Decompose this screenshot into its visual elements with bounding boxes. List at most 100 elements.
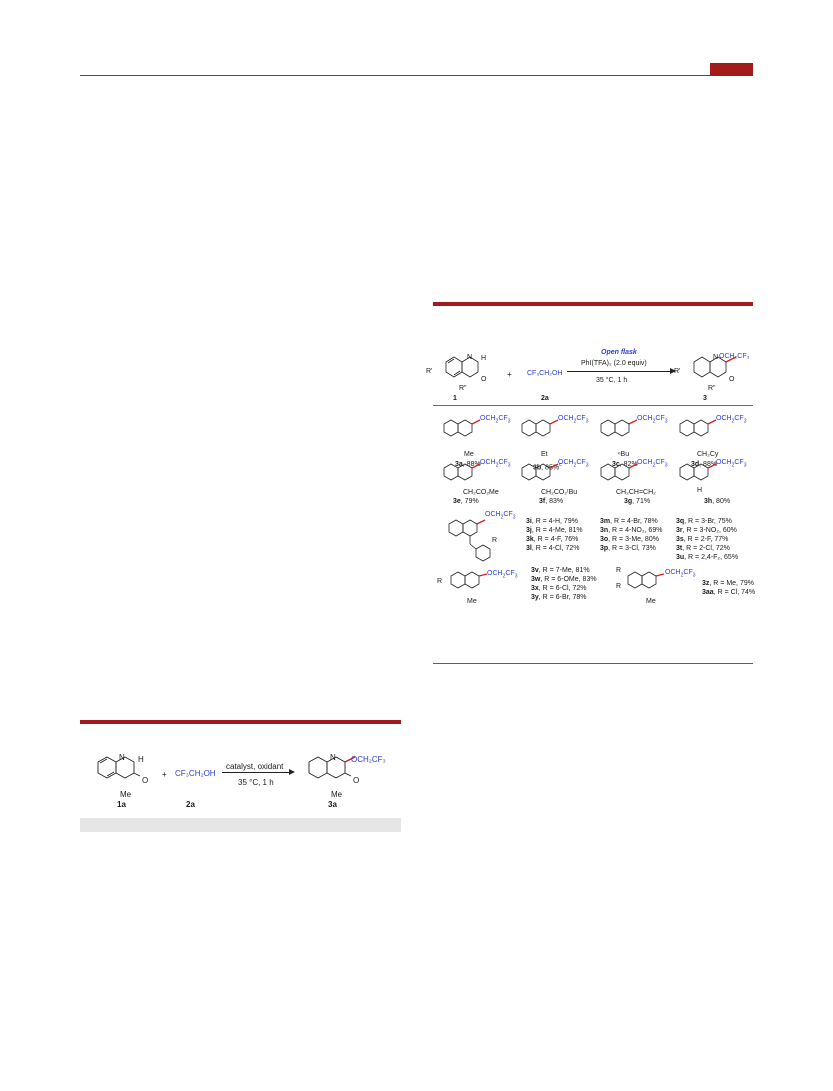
ring-series-b-list: 3z, R = Me, 79% 3aa, R = Cl, 74%: [702, 579, 755, 597]
reactant-1-atom-n: N: [467, 354, 473, 361]
product-3-atom-o: O: [729, 376, 735, 383]
reactant-1-structure: [445, 356, 479, 378]
label-1: 1: [453, 395, 457, 402]
ring-series-a-n-sub: Me: [467, 598, 477, 605]
entry-3j: 3j, R = 4-Me, 81%: [526, 527, 583, 534]
compound-3c-structure: [600, 419, 638, 437]
entry-3m: 3m, R = 4-Br, 78%: [600, 518, 658, 525]
entry-3i: 3i, R = 4-H, 79%: [526, 518, 578, 525]
table-header-band: [80, 818, 401, 832]
label-1a: 1a: [117, 800, 126, 809]
scheme-top-bottom-rule: [433, 663, 753, 664]
reactant-1a-atom-o: O: [142, 776, 149, 785]
entry-3t: 3t, R = 2-Cl, 72%: [676, 545, 730, 552]
compound-3e-structure: [443, 463, 481, 481]
entry-3v: 3v, R = 7-Me, 81%: [531, 567, 590, 574]
entry-3n: 3n, R = 4-NO₂, 69%: [600, 527, 663, 534]
label-3a: 3a: [328, 800, 337, 809]
entry-3l: 3l, R = 4-Cl, 72%: [526, 545, 580, 552]
ring-series-a-list: 3v, R = 7-Me, 81% 3w, R = 6-OMe, 83% 3x,…: [531, 566, 597, 602]
ring-series-a-structure: [450, 571, 488, 589]
product-3a-atom-o: O: [353, 776, 360, 785]
entry-3y: 3y, R = 6-Br, 78%: [531, 594, 587, 601]
product-3a-structure: [308, 756, 356, 779]
entry-3w: 3w, R = 6-OMe, 83%: [531, 576, 597, 583]
compound-3h-structure: [679, 463, 717, 481]
scheme-top-rule: [433, 302, 753, 306]
ring-series-b-sub-top: R: [616, 567, 622, 574]
reactant-1a-atom-h: H: [138, 755, 144, 764]
product-3-structure: [693, 356, 737, 378]
reactant-1-ring-sub: R': [426, 368, 433, 375]
label-3: 3: [703, 395, 707, 402]
reactant-1-n-sub: R": [459, 385, 467, 392]
reactant-1a-atom-n: N: [119, 753, 125, 762]
reaction-arrow: [567, 371, 675, 372]
product-3-atom-n: N: [713, 354, 719, 361]
reactant-1-atom-o: O: [481, 376, 487, 383]
product-3-group: OCH₂CF₃: [719, 353, 750, 360]
label-2a-bottom: 2a: [186, 800, 195, 809]
ring-series-a-sub: R: [437, 578, 443, 585]
compound-3b-structure: [521, 419, 559, 437]
reactant-1a-n-sub: Me: [120, 790, 132, 799]
compound-3a-label: 3a, 88%: [455, 461, 481, 468]
entry-3s: 3s, R = 2-F, 77%: [676, 536, 729, 543]
compound-3h-n-sub: H: [697, 487, 703, 494]
product-3a-n-sub: Me: [331, 790, 343, 799]
condition-temp-time-bottom: 35 °C, 1 h: [238, 778, 274, 787]
product-3-n-sub: R": [708, 385, 716, 392]
compound-3d-n-sub: CH₂Cy: [697, 451, 719, 458]
header-rule: [80, 75, 753, 76]
entry-3u: 3u, R = 2,4-F₂, 65%: [676, 554, 739, 561]
entry-3r: 3r, R = 3-NO₂, 60%: [676, 527, 737, 534]
reagent-cf3ch2oh-bottom: CF₃CH₂OH: [175, 769, 216, 778]
compound-3g-label: 3g, 71%: [624, 498, 651, 505]
benzyl-list-col-1: 3i, R = 4-H, 79% 3j, R = 4-Me, 81% 3k, R…: [526, 517, 583, 553]
product-3a-group: OCH₂CF₃: [351, 755, 386, 764]
benzyl-structure: [448, 519, 491, 562]
compound-3c-label: 3c, 82%: [612, 461, 638, 468]
condition-catalyst-oxidant: catalyst, oxidant: [226, 762, 284, 771]
compound-3b-n-sub: Et: [541, 451, 548, 458]
product-3a-atom-n: N: [330, 753, 336, 762]
entry-3p: 3p, R = 3-Cl, 73%: [600, 545, 656, 552]
compound-3h-label: 3h, 80%: [704, 498, 731, 505]
entry-3z: 3z, R = Me, 79%: [702, 580, 754, 587]
reaction-arrow-bottom: [222, 772, 293, 773]
compound-3g-n-sub: CH₂CH=CH₂: [616, 489, 656, 496]
entry-3q: 3q, R = 3-Br, 75%: [676, 518, 732, 525]
entry-3aa: 3aa, R = Cl, 74%: [702, 589, 756, 596]
compound-3a-structure: [443, 419, 481, 437]
scheme-bottom-rule: [80, 720, 401, 724]
compound-3g-structure: [600, 463, 638, 481]
ring-series-b-n-sub: Me: [646, 598, 656, 605]
compound-3d-structure: [679, 419, 717, 437]
arrow-head-bottom: [289, 769, 295, 775]
arrow-head: [670, 368, 676, 374]
reactant-1-atom-h: H: [481, 355, 487, 362]
ring-series-b-sub-bottom: R: [616, 583, 622, 590]
plus-sign: +: [507, 370, 512, 379]
compound-3c-n-sub: ⁿBu: [618, 451, 630, 458]
compound-3f-label: 3f, 83%: [539, 498, 564, 505]
benzyl-ring-sub: R: [492, 537, 498, 544]
reactant-1a-structure: [97, 756, 141, 779]
reagent-cf3ch2oh: CF₃CH₂OH: [527, 370, 563, 377]
benzyl-list-col-3: 3q, R = 3-Br, 75% 3r, R = 3-NO₂, 60% 3s,…: [676, 517, 738, 562]
label-2a: 2a: [541, 395, 549, 402]
compound-3e-label: 3e, 79%: [453, 498, 479, 505]
compound-3d-label: 3d, 88%: [691, 461, 718, 468]
condition-oxidant: PhI(TFA)₂ (2.0 equiv): [581, 360, 647, 367]
entry-3o: 3o, R = 3-Me, 80%: [600, 536, 659, 543]
product-3-ring-sub: R': [674, 368, 681, 375]
compound-3a-n-sub: Me: [464, 451, 474, 458]
page-number-tab: [710, 63, 753, 76]
compound-3f-structure: [521, 463, 559, 481]
condition-open-flask: Open flask: [601, 349, 637, 356]
scheme-divider: [433, 405, 753, 406]
condition-temp-time: 35 °C, 1 h: [596, 377, 628, 384]
entry-3x: 3x, R = 6-Cl, 72%: [531, 585, 587, 592]
compound-3e-n-sub: CH₂CO₂Me: [463, 489, 499, 496]
ring-series-b-structure: [627, 571, 665, 589]
